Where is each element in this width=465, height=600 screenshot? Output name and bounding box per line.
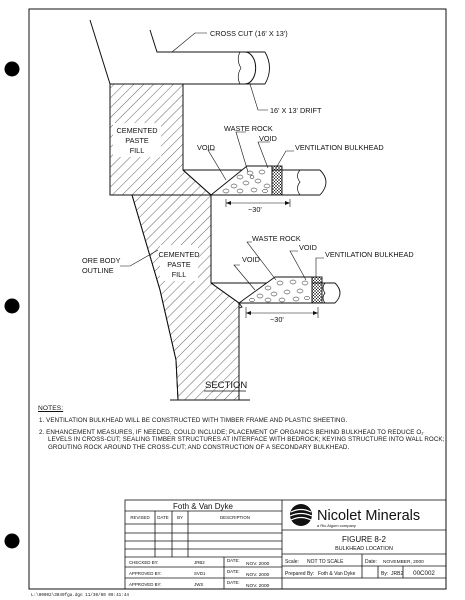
label-waste-rock-1: WASTE ROCK [224,124,273,133]
label-void-1a: VOID [197,143,215,152]
binder-hole-middle [4,298,20,314]
label-vent-bulkhead-1: VENTILATION BULKHEAD [295,143,384,152]
label-paste-fill-1c: FILL [130,146,145,155]
date-value-1: NOV. 2000 [246,561,270,567]
date-label-3: DATE: [227,580,240,585]
scale-label: Scale: [285,559,299,565]
firm-name: Foth & Van Dyke [173,502,233,511]
notes-section: NOTES: 1. VENTILATION BULKHEAD WILL BE C… [38,405,448,455]
date-label-2: DATE: [227,569,240,574]
figure-number: FIGURE 8-2 [342,535,387,544]
rev-header-by: BY [177,515,183,520]
checked-by: JRB2 [194,560,205,565]
approved-label-1: APPROVED BY: [129,571,161,576]
drawing-number: 00C002 [413,570,435,577]
rev-header-date: DATE [157,515,168,520]
label-void-2b: VOID [299,243,317,252]
prepared-by: Foth & Van Dyke [318,571,356,577]
checked-label: CHECKED BY: [129,560,159,565]
rev-header-revised: REVISED [130,515,149,520]
label-paste-fill-2c: FILL [172,270,187,279]
date-value-2: NOV. 2000 [246,572,270,578]
label-paste-fill-2b: PASTE [167,260,191,269]
leader-lines [120,32,324,291]
label-cross-cut: CROSS CUT (16' X 13') [210,29,288,38]
prepared-label: Prepared By: [285,571,314,577]
approved-by-1: SVD1 [194,571,206,576]
date-label-1: DATE: [227,558,240,563]
label-paste-fill-1a: CEMENTED [117,126,158,135]
date-label-main: Date: [365,559,377,565]
label-dim-1: ~30' [248,205,262,214]
company-subtitle: a Rio Algom company [317,523,356,528]
company-name: Nicolet Minerals [317,508,420,524]
notes-header: NOTES: [38,405,64,412]
file-path-footer: L:\00002\3049fga.dgn 11/30/00 09:41:44 [31,593,129,598]
binder-hole-bottom [4,533,20,549]
label-drift: 16' X 13' DRIFT [270,106,322,115]
label-void-2a: VOID [242,255,260,264]
label-ore-body-a: ORE BODY [82,256,121,265]
label-paste-fill-1b: PASTE [125,136,149,145]
date-value-main: NOVEMBER, 2000 [383,559,424,565]
note-item-2: 2. ENHANCEMENT MEASURES, IF NEEDED, COUL… [39,428,445,451]
rev-header-description: DESCRIPTION [220,515,250,520]
ventilation-bulkhead-1 [271,165,283,196]
cross-cut [110,29,257,85]
label-waste-rock-2: WASTE ROCK [252,234,301,243]
lower-drift [211,276,341,318]
label-dim-2: ~30' [270,315,284,324]
waste-rock-texture-2 [249,279,310,303]
label-vent-bulkhead-2: VENTILATION BULKHEAD [325,250,414,259]
ventilation-bulkhead-2 [311,276,323,304]
approved-label-2: APPROVED BY: [129,582,161,587]
label-paste-fill-2a: CEMENTED [159,250,200,259]
approved-by-2: JWS [194,582,203,587]
scale-value: NOT TO SCALE [307,559,344,565]
note-item-1: 1. VENTILATION BULKHEAD WILL BE CONSTRUC… [39,417,348,425]
title-block [124,499,447,590]
globe-logo-icon [289,504,313,526]
sheet-border [28,8,447,590]
label-ore-body-b: OUTLINE [82,266,114,275]
waste-rock-texture-1 [222,169,271,194]
label-void-1b: VOID [259,134,277,143]
by-label: By: [381,571,388,577]
binder-hole-top [4,61,20,77]
date-value-3: NOV. 2000 [246,583,270,589]
by-value: JRB2 [391,571,403,577]
upper-drift [183,165,327,207]
paste-fill-lower [131,194,243,401]
figure-title: BULKHEAD LOCATION [335,546,393,552]
label-section: SECTION [205,380,247,391]
